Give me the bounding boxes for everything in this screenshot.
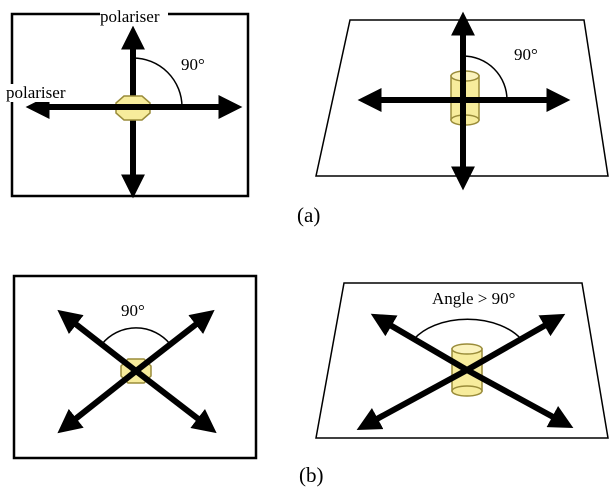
angle-label-b-left: 90° — [121, 301, 145, 320]
angle-arc-b-left — [101, 327, 171, 345]
label-bg-top — [100, 8, 168, 26]
angle-label-b-right: Angle > 90° — [432, 289, 515, 308]
caption-b: (b) — [299, 463, 324, 487]
polariser-diagonal-arrow-2 — [134, 309, 215, 374]
polariser-diagonal-arrow-2 — [465, 313, 566, 373]
crystal-cylinder — [451, 343, 483, 397]
label-bg-left — [4, 84, 84, 102]
panel-a-left: 90° — [10, 12, 250, 199]
panel-b-left: 90° — [12, 274, 258, 460]
angle-label-a-left: 90° — [181, 55, 205, 74]
polariser-label-top: polariser — [100, 7, 160, 26]
polariser-diagonal-arrow-2-tail — [57, 368, 138, 434]
polariser-diagonal-arrow-1 — [370, 313, 469, 373]
polariser-diagonal-arrow-2-tail — [356, 367, 469, 431]
polariser-diagonal-arrow-1-tail — [465, 367, 574, 429]
polariser-diagonal-arrow-1 — [57, 309, 138, 374]
panel-b-right: Angle > 90° — [315, 282, 609, 439]
angle-arc-a-left — [132, 57, 183, 108]
caption-a: (a) — [297, 203, 320, 227]
polariser-diagonal-arrow-1-tail — [134, 368, 217, 434]
polariser-label-left: polariser — [6, 83, 66, 102]
panel-a-right: 90° — [315, 11, 609, 191]
angle-arc-b-right — [413, 318, 522, 340]
angle-arc-a-right — [462, 55, 508, 101]
angle-label-a-right: 90° — [514, 45, 538, 64]
